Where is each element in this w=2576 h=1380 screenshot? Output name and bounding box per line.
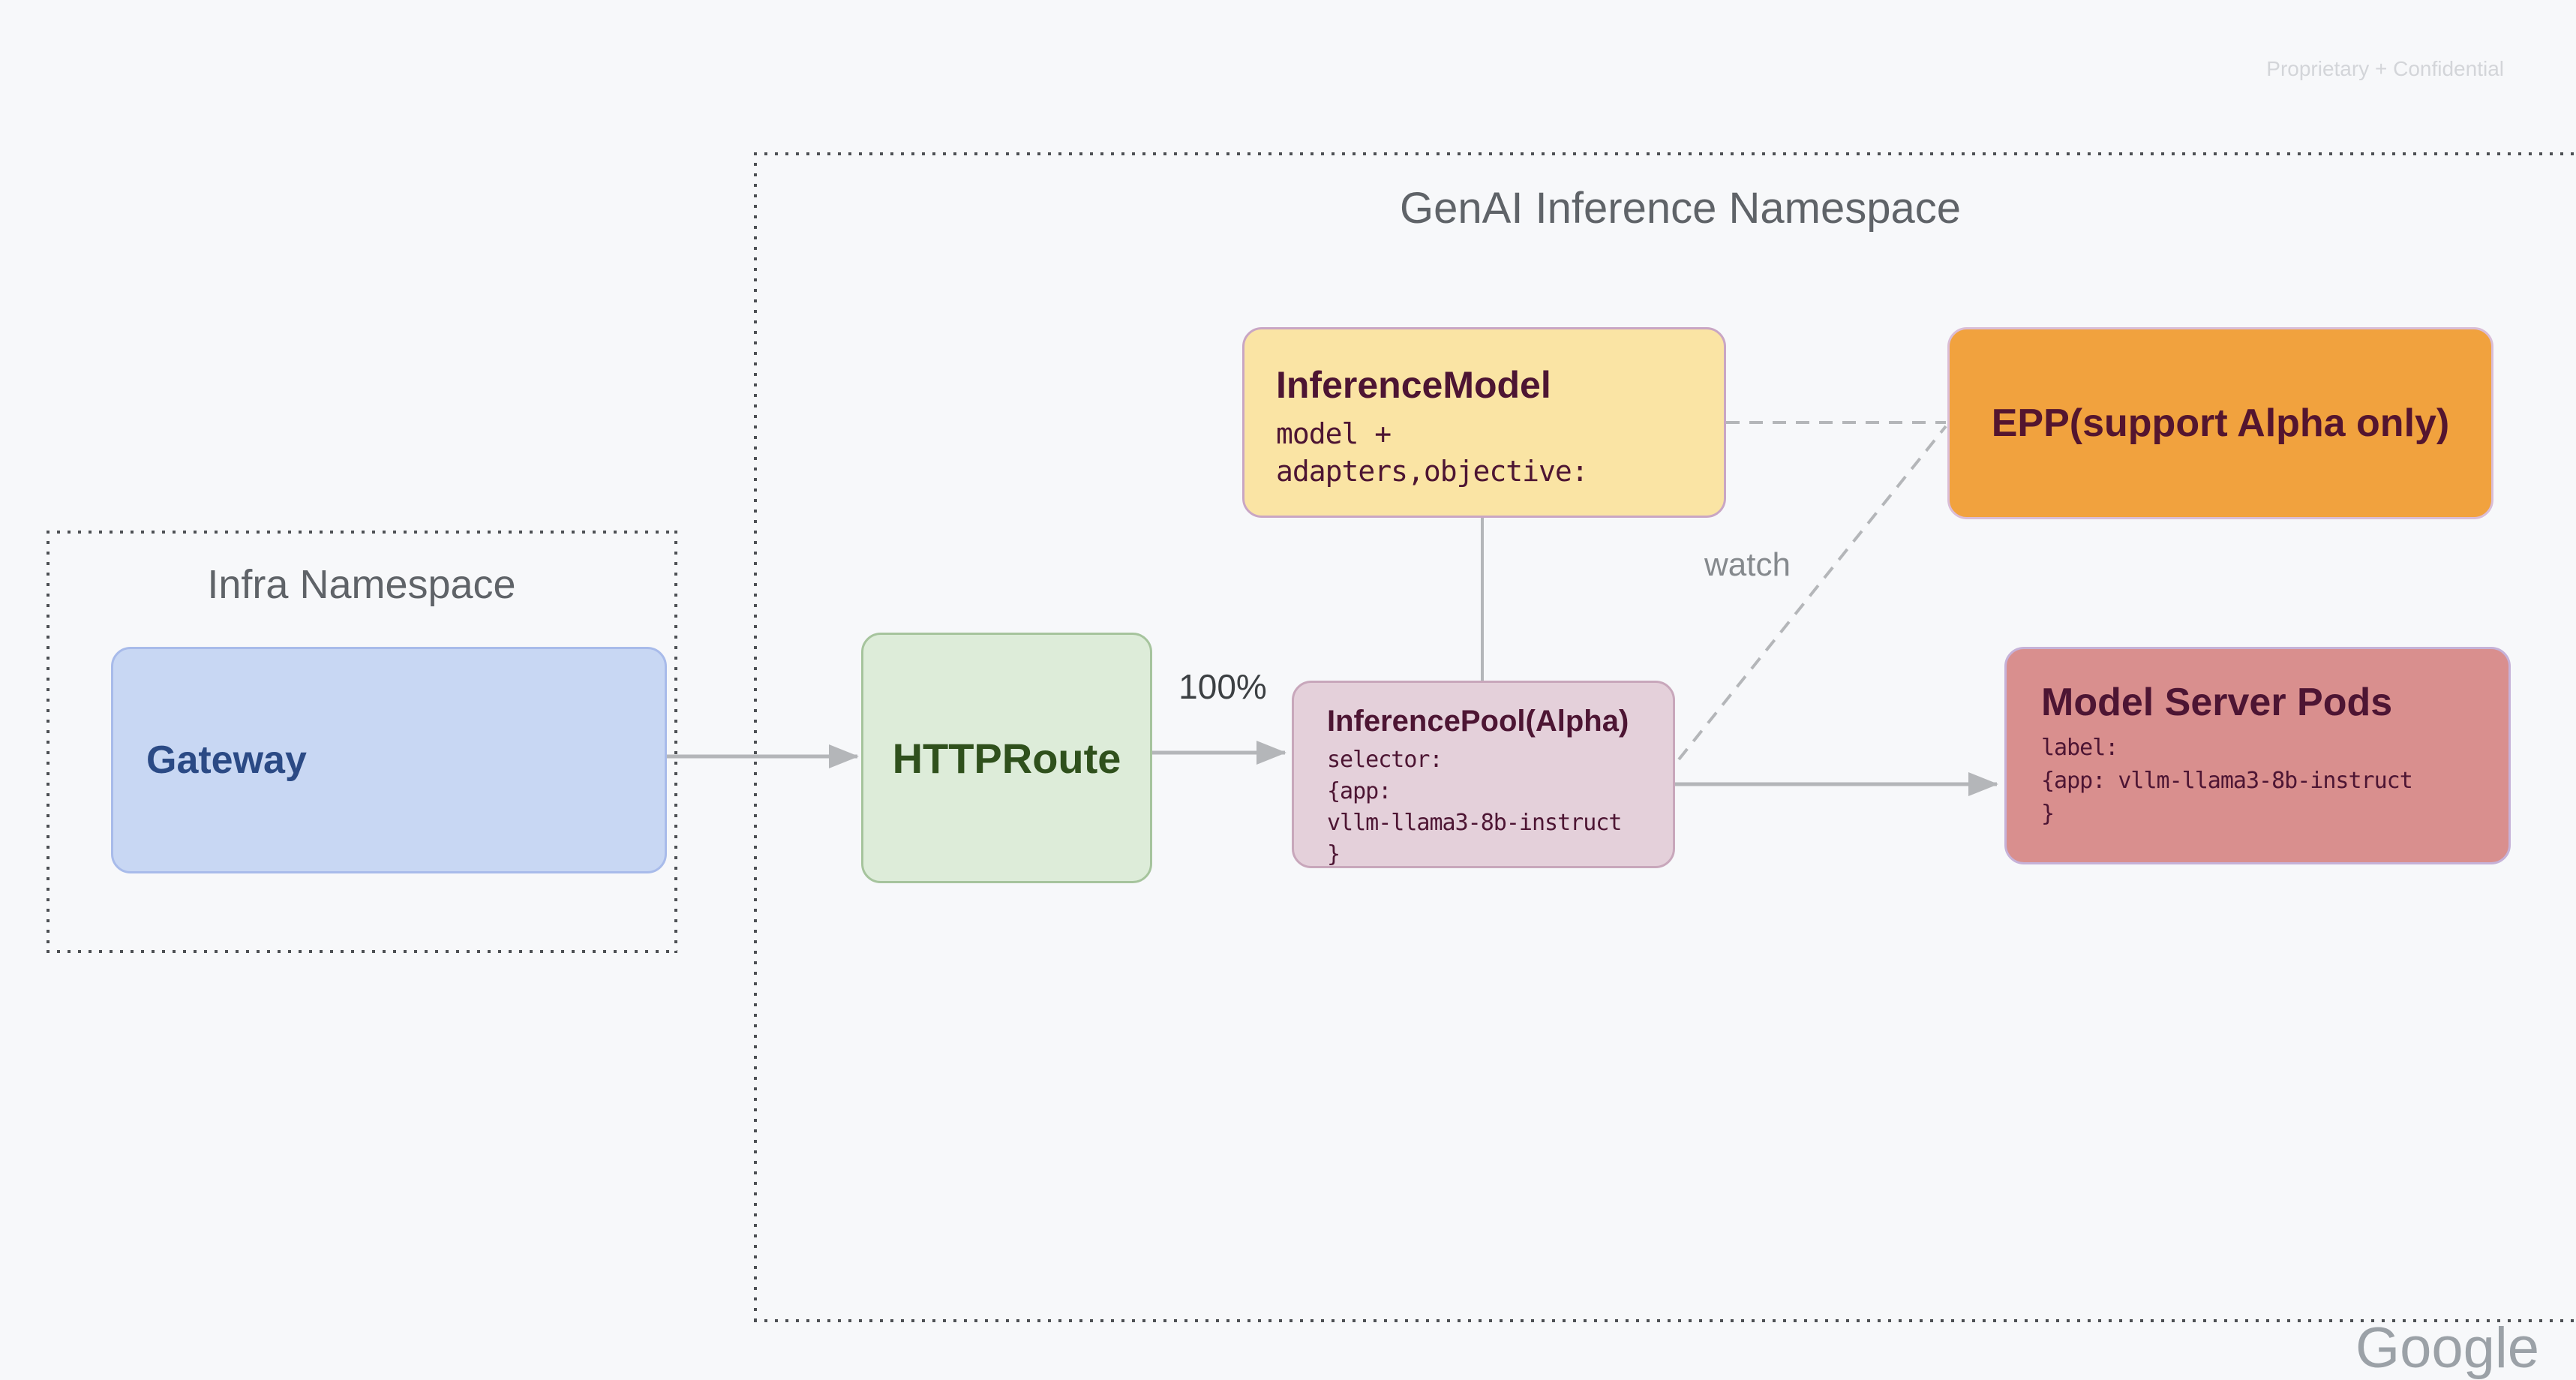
- confidentiality-watermark: Proprietary + Confidential: [2266, 57, 2504, 80]
- infra-namespace-title: Infra Namespace: [207, 562, 516, 607]
- node-gateway: Gateway: [111, 647, 667, 873]
- httproute-title: HTTPRoute: [892, 734, 1121, 782]
- epp-title: EPP(support Alpha only): [1991, 401, 2450, 445]
- google-logo-partial: Google: [2355, 1316, 2540, 1380]
- node-httproute: HTTPRoute: [861, 633, 1152, 883]
- infra-namespace-border-bottom: [47, 950, 677, 953]
- node-inference-pool: InferencePool(Alpha) selector: {app: vll…: [1292, 681, 1675, 868]
- inference-model-title: InferenceModel: [1276, 364, 1551, 406]
- watch-label: watch: [1704, 546, 1791, 583]
- node-epp: EPP(support Alpha only): [1947, 327, 2493, 519]
- genai-namespace-border-bottom: [754, 1319, 2576, 1322]
- genai-namespace-border-left: [754, 152, 757, 1322]
- node-model-server-pods: Model Server Pods label: {app: vllm-llam…: [2004, 647, 2511, 864]
- model-server-pods-title: Model Server Pods: [2041, 681, 2393, 724]
- edge-pool-to-epp-dashed: [1677, 425, 1947, 761]
- node-inference-model: InferenceModel model + adapters,objectiv…: [1242, 327, 1726, 518]
- infra-namespace-border-left: [47, 531, 50, 953]
- genai-namespace-title: GenAI Inference Namespace: [1400, 184, 1961, 233]
- inference-pool-title: InferencePool(Alpha): [1327, 705, 1629, 738]
- traffic-weight-label: 100%: [1178, 667, 1267, 706]
- diagram-canvas: Proprietary + Confidential GenAI Inferen…: [47, 57, 2576, 1377]
- infra-namespace-border-right: [674, 531, 677, 953]
- inference-model-spec: model + adapters,objective:: [1276, 417, 1589, 488]
- inference-pool-selector: selector: {app: vllm-llama3-8b-instruct …: [1327, 747, 1622, 867]
- gateway-title: Gateway: [146, 738, 307, 782]
- connector-layer: [667, 421, 1998, 796]
- model-server-pods-label: label: {app: vllm-llama3-8b-instruct }: [2041, 735, 2413, 827]
- infra-namespace-border-top: [47, 531, 677, 534]
- genai-namespace-border-top: [754, 152, 2576, 155]
